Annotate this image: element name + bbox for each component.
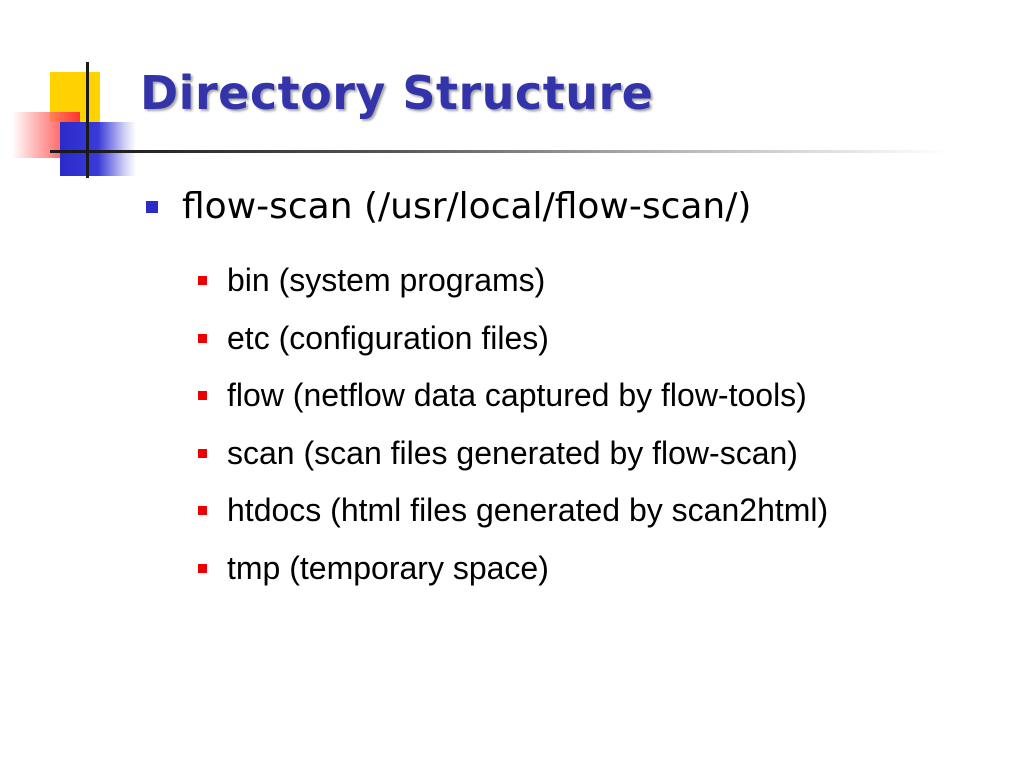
sub-list: bin (system programs) etc (configuration… — [198, 252, 828, 597]
list-item-text: tmp (temporary space) — [227, 549, 549, 586]
list-item-bin: bin (system programs) — [198, 252, 828, 310]
decorative-logo — [0, 0, 160, 190]
title-underline — [88, 150, 948, 153]
list-item-flow: flow (netflow data captured by flow-tool… — [198, 367, 828, 425]
red-bullet-icon — [198, 391, 207, 401]
red-bullet-icon — [198, 506, 207, 516]
blue-square — [60, 122, 136, 176]
list-item-text: htdocs (html files generated by scan2htm… — [227, 492, 829, 529]
slide-title: Directory Structure — [140, 66, 654, 120]
list-item-text: flow (netflow data captured by flow-tool… — [227, 377, 807, 414]
list-item-htdocs: htdocs (html files generated by scan2htm… — [198, 482, 828, 540]
list-item-text: flow-scan (/usr/local/flow-scan/) — [182, 186, 752, 227]
red-bullet-icon — [198, 563, 207, 573]
list-item-text: etc (configuration files) — [227, 319, 549, 356]
red-bullet-icon — [198, 333, 207, 343]
logo-vertical-line — [86, 62, 89, 178]
list-item-etc: etc (configuration files) — [198, 310, 828, 368]
list-item-text: bin (system programs) — [227, 262, 546, 299]
list-item-flow-scan: flow-scan (/usr/local/flow-scan/) — [146, 186, 751, 227]
red-bullet-icon — [198, 448, 207, 458]
list-item-scan: scan (scan files generated by flow-scan) — [198, 425, 828, 483]
list-item-text: scan (scan files generated by flow-scan) — [227, 434, 798, 471]
list-item-tmp: tmp (temporary space) — [198, 540, 828, 598]
red-bullet-icon — [198, 276, 207, 286]
blue-bullet-icon — [146, 200, 158, 213]
